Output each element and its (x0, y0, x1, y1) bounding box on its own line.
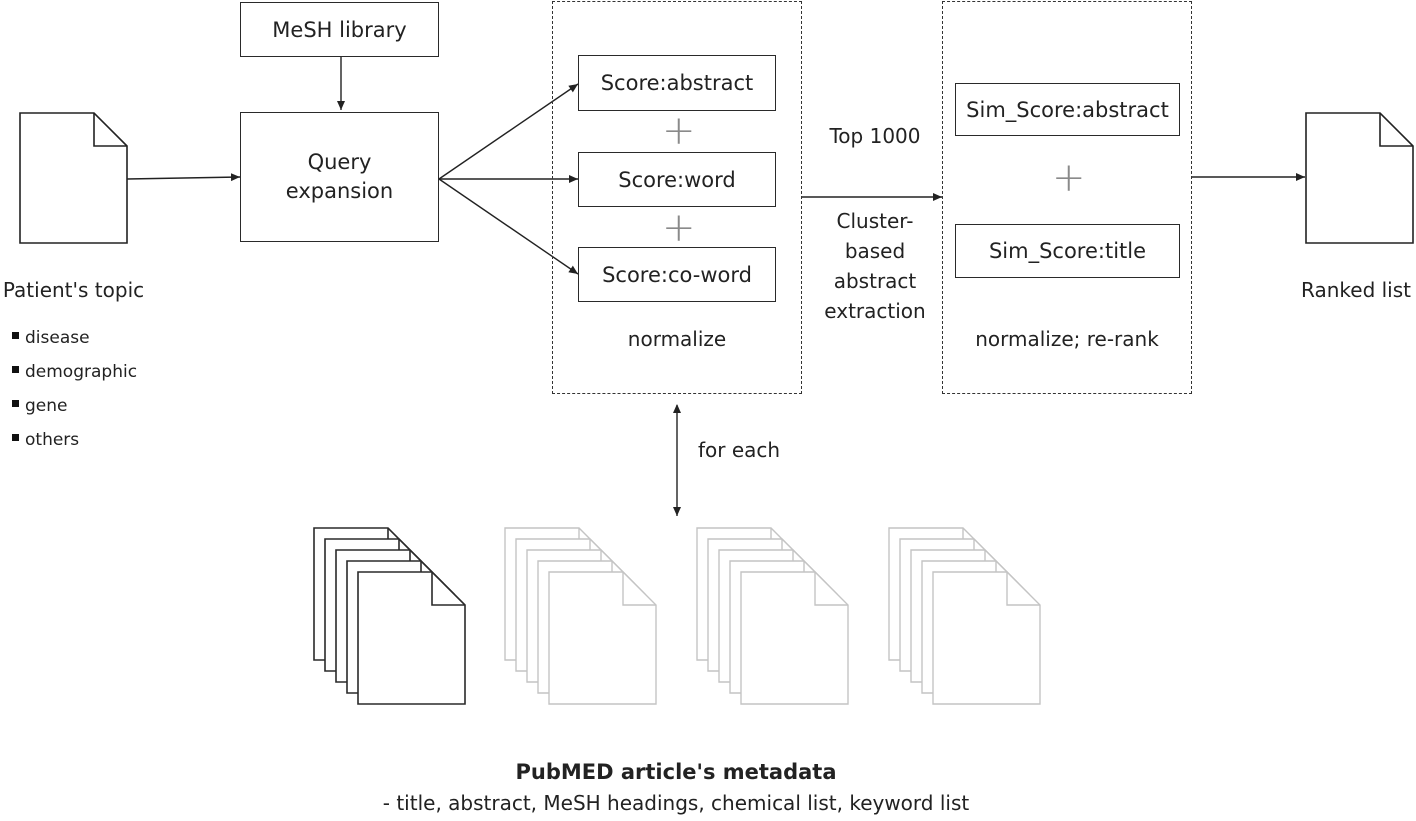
sim-score-abstract-label: Sim_Score:abstract (966, 97, 1169, 122)
query-expansion-label: Query expansion (285, 150, 394, 203)
list-item: disease (12, 321, 137, 355)
ranked-list-document-icon (1305, 112, 1414, 244)
patient-topic-document-icon (19, 112, 128, 244)
sim-score-abstract-box: Sim_Score:abstract (955, 83, 1180, 136)
for-each-label: for each (698, 438, 781, 462)
score-coword-box: Score:co-word (578, 247, 776, 302)
document-fold (431, 572, 465, 606)
document-stack-icon (504, 527, 657, 705)
cluster-extraction-label: Cluster- based abstract extraction (824, 209, 926, 323)
patient-topic-label: Patient's topic (2, 278, 145, 302)
document-icon (357, 571, 466, 705)
scoring-group (552, 1, 802, 394)
bullet-icon (12, 365, 19, 373)
score-abstract-label: Score:abstract (600, 71, 754, 95)
ranked-list-label: Ranked list (1301, 278, 1411, 302)
document-fold (1006, 572, 1040, 606)
pubmed-title: PubMED article's metadata (515, 760, 837, 784)
pubmed-article-stacks (313, 527, 1041, 705)
bullet-icon (12, 433, 19, 441)
list-item: demographic (12, 355, 137, 389)
document-stack-icon (696, 527, 849, 705)
bullet-icon (12, 331, 19, 339)
document-icon (740, 571, 849, 705)
query-expansion-box: Query expansion (240, 112, 439, 242)
plus-icon: + (1052, 155, 1086, 201)
pubmed-fields: - title, abstract, MeSH headings, chemic… (382, 791, 970, 815)
normalize-rerank-label: normalize; re-rank (975, 327, 1159, 351)
document-icon (548, 571, 657, 705)
score-abstract-box: Score:abstract (578, 55, 776, 111)
score-word-box: Score:word (578, 152, 776, 207)
similarity-group (942, 1, 1192, 394)
list-item: gene (12, 389, 137, 423)
normalize-label: normalize (627, 327, 727, 351)
mesh-library-box: MeSH library (240, 2, 439, 57)
plus-icon: + (662, 108, 696, 154)
document-fold (622, 572, 656, 606)
bullet-icon (12, 399, 19, 407)
top-1000-label: Top 1000 (829, 124, 921, 148)
score-coword-label: Score:co-word (602, 262, 752, 287)
arrow-query-to-score-abstract (438, 83, 579, 180)
sim-score-title-box: Sim_Score:title (955, 224, 1180, 278)
plus-icon: + (662, 205, 696, 251)
document-stack-icon (888, 527, 1041, 705)
sim-score-title-label: Sim_Score:title (988, 239, 1147, 263)
list-item: others (12, 423, 137, 457)
document-icon (932, 571, 1041, 705)
document-fold (814, 572, 848, 606)
arrow-topic-to-query (126, 173, 241, 182)
score-word-label: Score:word (618, 167, 736, 192)
document-stack-icon (313, 527, 466, 705)
patient-topic-list: disease demographic gene others (12, 321, 137, 457)
arrow-query-to-score-coword (438, 178, 579, 275)
mesh-library-label: MeSH library (272, 17, 407, 42)
